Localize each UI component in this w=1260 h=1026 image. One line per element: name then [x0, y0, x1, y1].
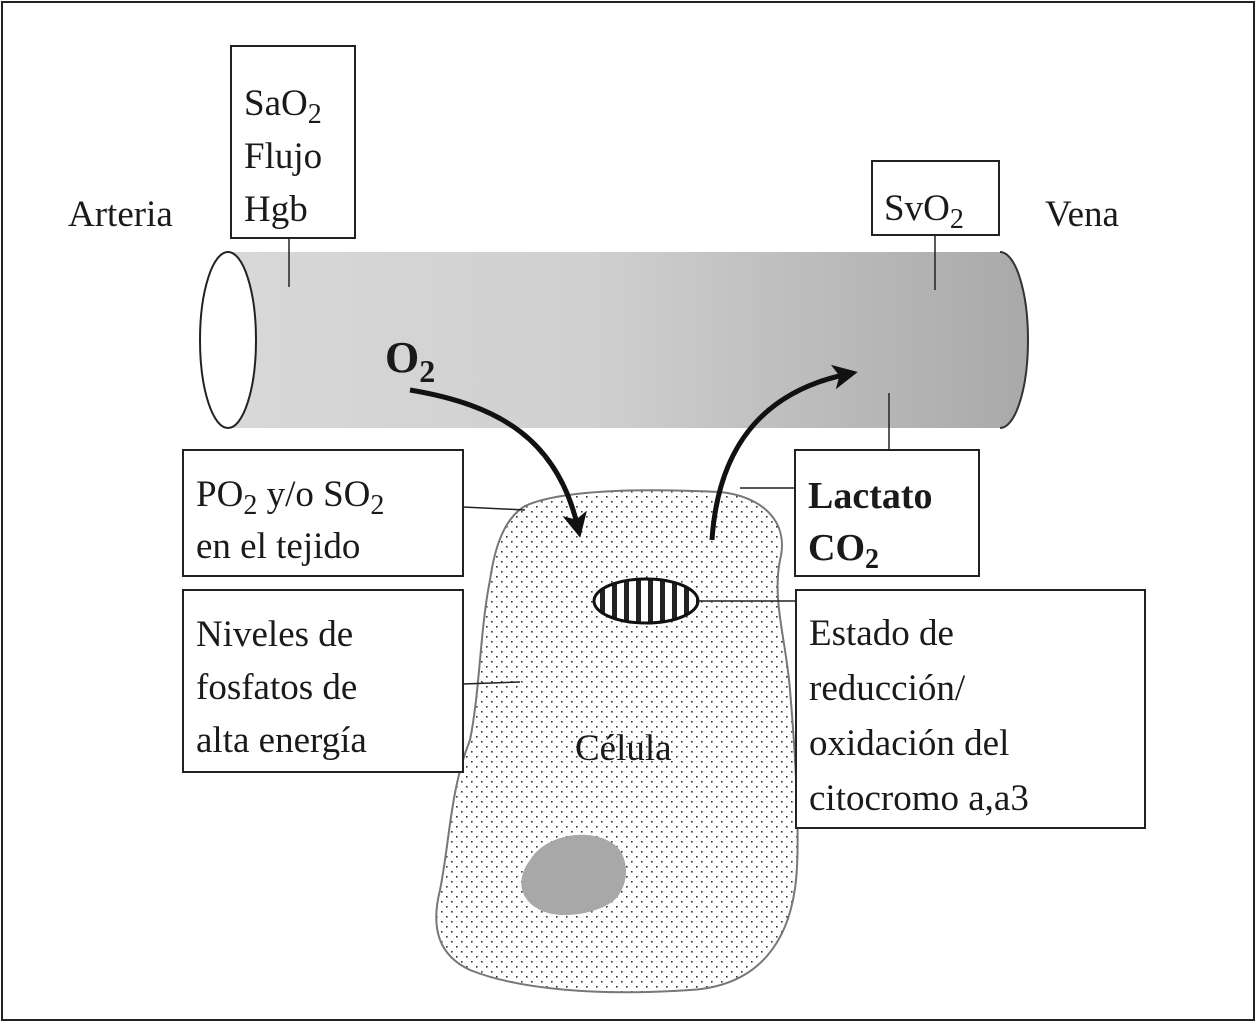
svg-text:Estado de: Estado de	[809, 613, 954, 654]
vessel-opening	[199, 251, 257, 429]
blood-vessel	[199, 251, 1029, 429]
svg-text:SvO2: SvO2	[884, 188, 964, 235]
svg-text:oxidación del: oxidación del	[809, 723, 1009, 764]
tissue-oxygen-box: PO2 y/o SO2 en el tejido	[182, 449, 526, 577]
arterial-parameters-box: SaO2 Flujo Hgb	[230, 45, 356, 287]
oxygen-label: O2	[385, 333, 435, 389]
cell-label: Célula	[575, 728, 672, 769]
svg-text:PO2 y/o SO2: PO2 y/o SO2	[196, 474, 384, 521]
mitochondrion	[592, 577, 700, 625]
cell-nucleus	[521, 834, 627, 916]
svg-text:reducción/: reducción/	[809, 668, 966, 709]
cytochrome-state-box: Estado de reducción/ oxidación del citoc…	[698, 589, 1146, 829]
svg-text:Lactato: Lactato	[808, 475, 933, 517]
cell: Célula	[435, 489, 799, 994]
oxygen-in-arrow	[409, 387, 587, 538]
svg-text:alta energía: alta energía	[196, 720, 367, 761]
metabolite-box: Lactato CO2	[740, 393, 980, 577]
vessel-body	[228, 252, 1028, 428]
svg-text:Flujo: Flujo	[244, 136, 322, 177]
svg-text:CO2: CO2	[808, 527, 879, 575]
svg-text:Niveles de: Niveles de	[196, 614, 353, 655]
venous-saturation-box: SvO2	[871, 160, 1000, 290]
svg-text:en el tejido: en el tejido	[196, 526, 360, 567]
svg-text:fosfatos de: fosfatos de	[196, 667, 357, 708]
metabolite-out-arrow	[709, 364, 858, 541]
svg-text:citocromo a,a3: citocromo a,a3	[809, 778, 1029, 819]
vein-label: Vena	[1045, 194, 1119, 235]
svg-text:Hgb: Hgb	[244, 189, 308, 230]
phosphate-levels-box: Niveles de fosfatos de alta energía	[182, 589, 521, 773]
vessel-right-end	[999, 251, 1029, 429]
artery-label: Arteria	[68, 194, 173, 235]
svg-text:SaO2: SaO2	[244, 83, 322, 130]
